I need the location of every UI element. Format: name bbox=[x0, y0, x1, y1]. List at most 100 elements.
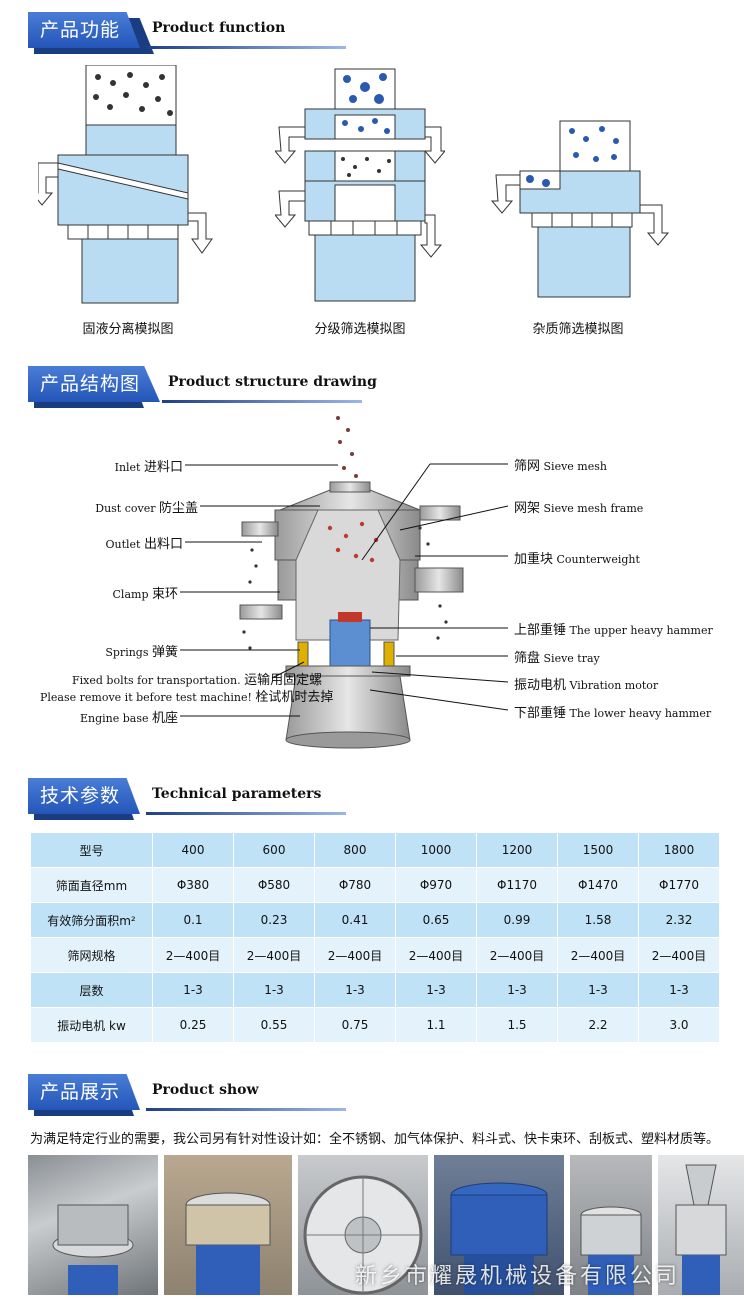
table-cell: 0.55 bbox=[233, 1007, 315, 1043]
table-cell: 1-3 bbox=[395, 972, 477, 1008]
table-cell: 1.58 bbox=[557, 902, 639, 938]
table-cell: 1-3 bbox=[314, 972, 396, 1008]
section-badge: 产品结构图 bbox=[28, 366, 161, 402]
table-cell: 1-3 bbox=[233, 972, 315, 1008]
label-engine-base: Engine base 机座 bbox=[79, 711, 178, 726]
section-title-en: Product function bbox=[152, 20, 286, 36]
table-cell: 1500 bbox=[557, 832, 639, 868]
label-dust-cover: Dust cover 防尘盖 bbox=[95, 501, 198, 516]
table-cell: 600 bbox=[233, 832, 315, 868]
table-cell: 0.1 bbox=[152, 902, 234, 938]
table-cell: 2—400目 bbox=[476, 937, 558, 973]
table-row-header: 型号 bbox=[30, 832, 153, 868]
divider bbox=[162, 400, 362, 403]
table-cell: 0.99 bbox=[476, 902, 558, 938]
label-outlet: Outlet 出料口 bbox=[105, 537, 184, 552]
table-cell: 2—400目 bbox=[233, 937, 315, 973]
table-cell: 2—400目 bbox=[395, 937, 477, 973]
label-lower-hammer: 下部重锤 The lower heavy hammer bbox=[514, 706, 712, 721]
company-watermark: 新乡市耀晟机械设备有限公司 bbox=[355, 1264, 681, 1289]
function-caption: 固液分离模拟图 bbox=[82, 322, 174, 337]
divider bbox=[146, 1108, 346, 1111]
table-cell: 0.75 bbox=[314, 1007, 396, 1043]
function-caption: 杂质筛选模拟图 bbox=[532, 322, 624, 337]
table-row-header: 层数 bbox=[30, 972, 153, 1008]
table-cell: 2—400目 bbox=[557, 937, 639, 973]
impurity-screening-diagram bbox=[490, 120, 670, 298]
table-cell: 1-3 bbox=[152, 972, 234, 1008]
label-inlet: Inlet 进料口 bbox=[114, 460, 183, 475]
section-header-params: 技术参数 Technical parameters bbox=[28, 778, 346, 820]
table-cell: 1-3 bbox=[476, 972, 558, 1008]
table-cell: 2.2 bbox=[557, 1007, 639, 1043]
table-row-header: 振动电机 kw bbox=[30, 1007, 153, 1043]
table-cell: Φ380 bbox=[152, 867, 234, 903]
table-cell: 400 bbox=[152, 832, 234, 868]
section-header-show: 产品展示 Product show bbox=[28, 1074, 346, 1116]
table-cell: 0.65 bbox=[395, 902, 477, 938]
table-cell: Φ970 bbox=[395, 867, 477, 903]
product-photo bbox=[570, 1155, 652, 1295]
table-cell: Φ1770 bbox=[638, 867, 720, 903]
show-description: 为满足特定行业的需要，我公司另有针对性设计如：全不锈钢、加气体保护、料斗式、快卡… bbox=[30, 1132, 720, 1147]
section-title-en: Product structure drawing bbox=[168, 374, 377, 390]
table-cell: 1000 bbox=[395, 832, 477, 868]
divider bbox=[146, 46, 346, 49]
table-cell: 1.1 bbox=[395, 1007, 477, 1043]
section-badge: 产品功能 bbox=[28, 12, 141, 48]
table-cell: 2.32 bbox=[638, 902, 720, 938]
label-springs: Springs 弹簧 bbox=[105, 645, 178, 660]
label-fixed-bolts: Fixed bolts for transportation. 运输用固定螺 bbox=[72, 673, 323, 688]
table-cell: 800 bbox=[314, 832, 396, 868]
section-title-en: Technical parameters bbox=[152, 786, 322, 802]
table-cell: 1.5 bbox=[476, 1007, 558, 1043]
table-cell: 2—400目 bbox=[638, 937, 720, 973]
section-badge: 产品展示 bbox=[28, 1074, 141, 1110]
section-badge: 技术参数 bbox=[28, 778, 141, 814]
table-cell: Φ1470 bbox=[557, 867, 639, 903]
label-clamp: Clamp 束环 bbox=[112, 587, 178, 602]
table-cell: Φ580 bbox=[233, 867, 315, 903]
table-cell: 0.25 bbox=[152, 1007, 234, 1043]
table-cell: 2—400目 bbox=[314, 937, 396, 973]
label-upper-hammer: 上部重锤 The upper heavy hammer bbox=[514, 623, 713, 638]
table-cell: 1-3 bbox=[638, 972, 720, 1008]
product-photo bbox=[658, 1155, 744, 1295]
divider bbox=[146, 812, 346, 815]
section-title-en: Product show bbox=[152, 1082, 259, 1098]
table-cell: 1-3 bbox=[557, 972, 639, 1008]
structure-drawing: Inlet 进料口 Dust cover 防尘盖 Outlet 出料口 Clam… bbox=[0, 410, 750, 770]
table-cell: Φ1170 bbox=[476, 867, 558, 903]
section-header-function: 产品功能 Product function bbox=[28, 12, 346, 54]
table-cell: 1800 bbox=[638, 832, 720, 868]
table-cell: 0.41 bbox=[314, 902, 396, 938]
label-sieve-tray: 筛盘 Sieve tray bbox=[514, 651, 600, 666]
label-vibration-motor: 振动电机 Vibration motor bbox=[514, 678, 659, 693]
section-header-structure: 产品结构图 Product structure drawing bbox=[28, 366, 377, 408]
table-cell: 1200 bbox=[476, 832, 558, 868]
label-sieve-mesh: 筛网 Sieve mesh bbox=[514, 459, 607, 474]
table-row-header: 筛网规格 bbox=[30, 937, 153, 973]
table-cell: 3.0 bbox=[638, 1007, 720, 1043]
table-cell: 2—400目 bbox=[152, 937, 234, 973]
product-photo bbox=[298, 1155, 428, 1295]
machine-cutaway-illustration bbox=[180, 416, 509, 749]
label-sieve-mesh-frame: 网架 Sieve mesh frame bbox=[514, 501, 644, 516]
product-photos bbox=[28, 1155, 748, 1295]
label-counterweight: 加重块 Counterweight bbox=[514, 552, 640, 567]
table-cell: Φ780 bbox=[314, 867, 396, 903]
product-photo bbox=[434, 1155, 564, 1295]
function-caption: 分级筛选模拟图 bbox=[314, 322, 406, 337]
label-remove-bolts: Please remove it before test machine! 栓试… bbox=[40, 690, 334, 705]
graded-screening-diagram bbox=[275, 68, 445, 302]
product-photo bbox=[164, 1155, 292, 1295]
solid-liquid-separation-diagram bbox=[38, 65, 213, 304]
table-cell: 0.23 bbox=[233, 902, 315, 938]
product-photo bbox=[28, 1155, 158, 1295]
